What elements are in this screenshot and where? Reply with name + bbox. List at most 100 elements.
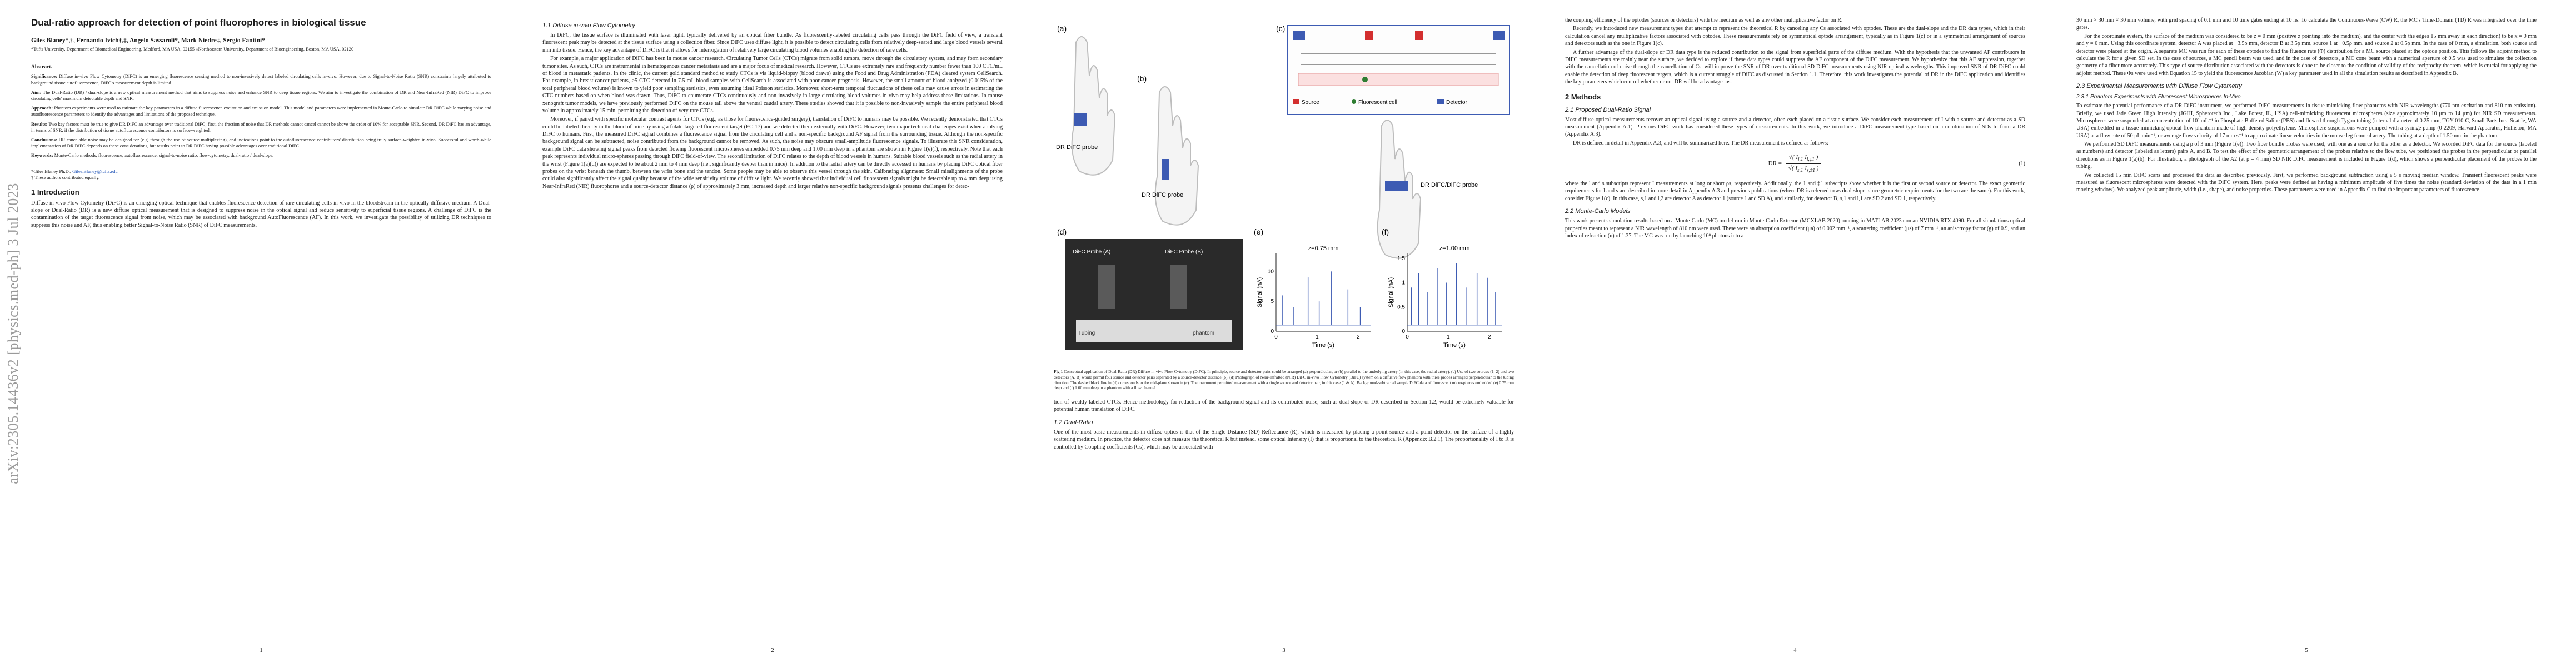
equation-1: DR = √( Il,1 Il,‡1 ) √( Is,1 Is,‡1 ) (1)	[1565, 150, 2025, 177]
paragraph: For the coordinate system, the surface o…	[2076, 33, 2537, 77]
x-axis-label: Time (s)	[1443, 342, 1466, 349]
probe-a-icon	[1074, 113, 1087, 126]
page-1: Dual-ratio approach for detection of poi…	[11, 0, 511, 667]
detector-a-icon	[1293, 31, 1305, 40]
figure-caption-text: Conceptual application of Dual-Ratio (DR…	[1054, 369, 1514, 391]
legend-cell-swatch	[1352, 99, 1356, 104]
page-2: 1.1 Diffuse in-vivo Flow Cytometry In Di…	[522, 0, 1023, 667]
page-3: (a) DR DiFC probe (b) DR DiFC probe (c)	[1034, 0, 1534, 667]
legend-source-swatch	[1293, 99, 1299, 104]
paragraph: Most diffuse optical measurements recove…	[1565, 116, 2025, 138]
panel-label-d: (d)	[1057, 227, 1067, 236]
probe-b-icon	[1162, 159, 1169, 180]
equation-number: (1)	[2019, 160, 2025, 167]
panel-label-e: (e)	[1254, 227, 1263, 236]
photo-label-phantom: phantom	[1193, 330, 1214, 336]
y-tick-label: 1	[1402, 280, 1405, 286]
x-tick-label: 2	[1488, 334, 1491, 340]
fluorescent-cell-icon	[1362, 77, 1368, 82]
subsection-heading: 1.2 Dual-Ratio	[1054, 419, 1093, 426]
abstract-label: Conclusions:	[31, 137, 57, 143]
page-5: 30 mm × 30 mm × 30 mm volume, with grid …	[2056, 0, 2557, 667]
y-tick-label: 0	[1402, 328, 1405, 335]
figure-1: (a) DR DiFC probe (b) DR DiFC probe (c)	[1054, 20, 1514, 365]
plot-title: z=1.00 mm	[1439, 245, 1470, 252]
panel-label-c: (c)	[1276, 24, 1285, 33]
page-number: 1	[260, 647, 263, 654]
y-tick-label: 0	[1270, 328, 1274, 335]
abstract-text: The Dual-Ratio (DR) / dual-slope is a ne…	[31, 89, 491, 101]
email-link[interactable]: Giles.Blaney@tufts.edu	[72, 168, 118, 174]
section-heading: 1 Introduction	[31, 187, 79, 196]
paragraph: We collected 15 min DiFC scans and proce…	[2076, 172, 2537, 193]
abstract: Significance: Diffuse in-vivo Flow Cytom…	[31, 73, 491, 149]
page-number: 2	[771, 647, 774, 654]
paper-title: Dual-ratio approach for detection of poi…	[31, 17, 366, 28]
paragraph: tion of weakly-labeled CTCs. Hence metho…	[1054, 399, 1514, 413]
affiliations: *Tufts University, Department of Biomedi…	[31, 46, 354, 52]
corresponding-label: *Giles Blaney Ph.D.,	[31, 168, 73, 174]
keywords: Keywords: Monte-Carlo methods, fluoresce…	[31, 152, 491, 158]
section-heading: 2 Methods	[1565, 92, 1601, 101]
panel-label-f: (f)	[1382, 227, 1389, 236]
subsection-heading: 2.1 Proposed Dual-Ratio Signal	[1565, 106, 1651, 113]
paragraph: Moreover, if paired with specific molecu…	[542, 116, 1003, 190]
abstract-text: Phantom experiments were used to estimat…	[31, 105, 491, 117]
probe-label-c: DR DiFC/DiFC probe	[1421, 182, 1478, 188]
abstract-label: Approach:	[31, 105, 53, 111]
subsection-heading: 2.3 Experimental Measurements with Diffu…	[2076, 83, 2242, 90]
abstract-paragraph: Conclusions: DR cancelable noise may be …	[31, 137, 491, 149]
probe-label-b: DR DiFC probe	[1142, 192, 1183, 198]
equation-lhs: DR =	[1768, 160, 1782, 167]
abstract-label: Results:	[31, 121, 48, 127]
legend-detector: Detector	[1446, 99, 1467, 106]
x-axis-label: Time (s)	[1312, 342, 1334, 349]
abstract-paragraph: Aim: The Dual-Ratio (DR) / dual-slope is…	[31, 89, 491, 102]
abstract-label: Significance:	[31, 73, 57, 79]
detector-b-icon	[1493, 31, 1505, 40]
photo-phantom	[1076, 320, 1232, 342]
y-tick-label: 1.5	[1397, 256, 1405, 262]
page-number: 3	[1282, 647, 1285, 654]
paragraph: Diffuse in-vivo Flow Cytometry (DiFC) is…	[31, 200, 491, 228]
paragraph: the coupling efficiency of the optodes (…	[1565, 17, 1843, 23]
vessel-band	[1298, 73, 1499, 86]
panel-label-a: (a)	[1057, 24, 1067, 33]
keywords-label: Keywords:	[31, 152, 53, 158]
x-tick-label: 1	[1447, 334, 1450, 340]
equation-fraction: √( Il,1 Il,‡1 ) √( Is,1 Is,‡1 )	[1785, 154, 1822, 173]
photo-label-probe2: DiFC Probe (B)	[1165, 249, 1203, 255]
authors: Giles Blaney*,†, Fernando Ivich†,‡, Ange…	[31, 37, 265, 44]
paragraph: One of the most basic measurements in di…	[1054, 429, 1514, 450]
x-tick-label: 2	[1357, 334, 1360, 340]
x-tick-label: 1	[1316, 334, 1319, 340]
abstract-text: Diffuse in-vivo Flow Cytometry (DiFC) is…	[31, 73, 491, 86]
photo-label-probe: DiFC Probe (A)	[1073, 249, 1110, 255]
equal-contribution-note: † These authors contributed equally.	[31, 175, 100, 181]
page-4: the coupling efficiency of the optodes (…	[1545, 0, 2045, 667]
paragraph: To estimate the potential performance of…	[2076, 103, 2537, 139]
figure-1-graphic: (a) DR DiFC probe (b) DR DiFC probe (c)	[1056, 24, 1510, 350]
y-axis-label: Signal (nA)	[1388, 277, 1394, 307]
abstract-text: Two key factors must be true to give DR …	[31, 121, 491, 133]
subsection-heading: 2.2 Monte-Carlo Models	[1565, 208, 1631, 215]
paragraph: In DiFC, the tissue surface is illuminat…	[542, 32, 1003, 53]
paragraph: Recently, we introduced new measurement …	[1565, 26, 2025, 47]
y-tick-label: 10	[1268, 268, 1274, 275]
hand-illustration-b	[1154, 86, 1199, 226]
probe-c-icon	[1385, 181, 1408, 191]
y-axis-label: Signal (nA)	[1257, 277, 1263, 307]
paragraph: This work presents simulation results ba…	[1565, 218, 2025, 240]
keywords-text: Monte-Carlo methods, fluorescence, autof…	[54, 152, 274, 158]
equation-numerator: √( Il,1 Il,‡1 )	[1785, 154, 1822, 164]
abstract-paragraph: Significance: Diffuse in-vivo Flow Cytom…	[31, 73, 491, 86]
paragraph: 30 mm × 30 mm × 30 mm volume, with grid …	[2076, 17, 2537, 31]
subsubsection-heading: 2.3.1 Phantom Experiments with Fluoresce…	[2076, 94, 2241, 101]
photo-probe-a	[1098, 265, 1115, 309]
hand-illustration-a	[1071, 36, 1116, 176]
schematic-frame	[1287, 25, 1510, 115]
x-tick-label: 0	[1406, 334, 1409, 340]
abstract-paragraph: Approach: Phantom experiments were used …	[31, 105, 491, 117]
subsection-heading: 1.1 Diffuse in-vivo Flow Cytometry	[542, 22, 635, 29]
